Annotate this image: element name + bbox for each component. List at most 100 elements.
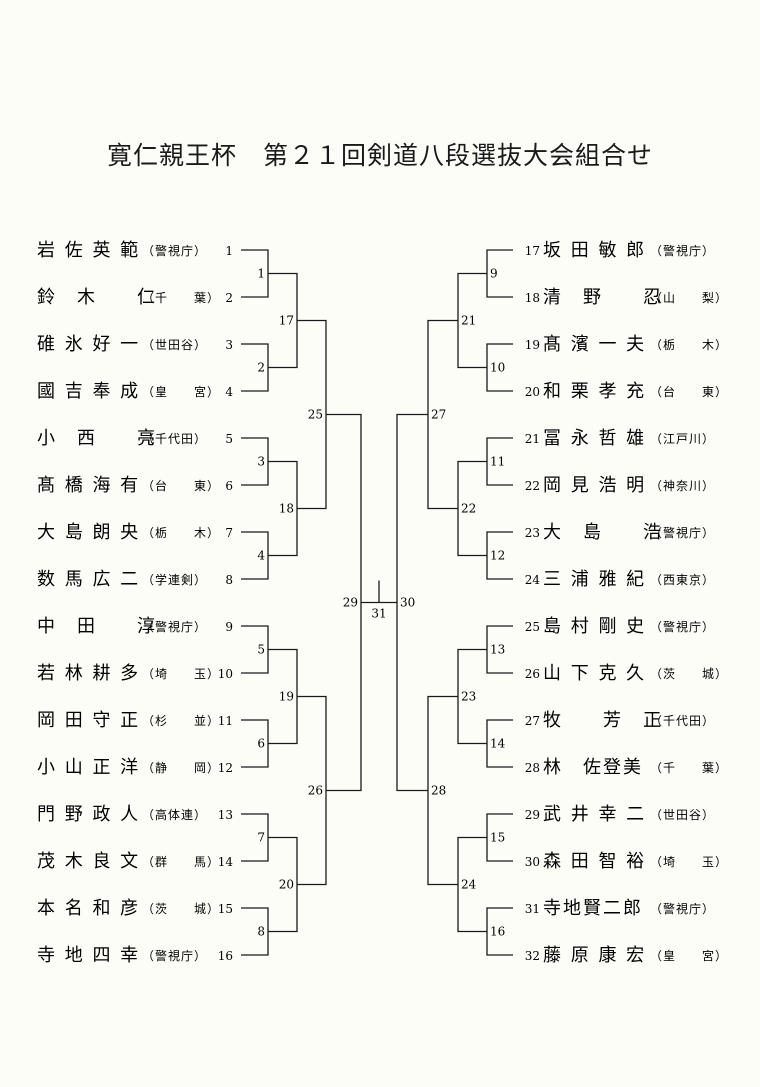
player-name: 髙 橋 海 有 xyxy=(37,475,140,496)
match-number: 28 xyxy=(431,784,446,798)
match-number: 12 xyxy=(490,549,505,563)
player-affiliation: （栃 木） xyxy=(650,338,728,352)
match-number: 14 xyxy=(490,737,506,751)
player-affiliation: （杉 並） xyxy=(142,714,220,728)
match-number: 6 xyxy=(257,737,265,751)
seed-number: 29 xyxy=(525,808,540,822)
player-affiliation: （皇 宮） xyxy=(650,948,728,963)
seed-number: 31 xyxy=(525,902,540,916)
player-affiliation: （台 東） xyxy=(142,478,220,493)
seed-number: 25 xyxy=(525,620,540,634)
player-affiliation: （学連剣） xyxy=(142,572,207,587)
player-affiliation: （江戸川） xyxy=(650,432,715,446)
seed-number: 21 xyxy=(525,432,540,446)
seed-number: 6 xyxy=(225,479,233,493)
player-affiliation: （千 葉） xyxy=(650,761,728,775)
player-name: 牧 芳 正 xyxy=(543,710,663,731)
match-number: 20 xyxy=(279,878,294,892)
seed-number: 26 xyxy=(525,667,540,681)
player-name: 小 山 正 洋 xyxy=(37,757,140,778)
player-affiliation: （台 東） xyxy=(650,384,728,399)
player-name: 大 島 朗 央 xyxy=(37,522,140,543)
seed-number: 9 xyxy=(225,620,233,634)
player-affiliation: （埼 玉） xyxy=(650,855,728,869)
match-number: 16 xyxy=(490,925,505,939)
seed-number: 22 xyxy=(525,479,540,493)
player-name: 大 島 浩 xyxy=(543,522,663,543)
player-name: 岡 田 守 正 xyxy=(37,710,140,731)
player-affiliation: （山 梨） xyxy=(650,291,728,305)
seed-number: 18 xyxy=(525,291,540,305)
player-name: 中 田 淳 xyxy=(37,616,157,637)
player-affiliation: （静 岡） xyxy=(142,761,220,775)
seed-number: 17 xyxy=(525,244,540,258)
player-affiliation: （西東京） xyxy=(650,573,715,587)
player-name: 寺地賢二郎 xyxy=(543,898,643,919)
player-name: 國 吉 奉 成 xyxy=(37,381,140,402)
seed-number: 20 xyxy=(525,385,540,399)
match-number: 8 xyxy=(257,925,265,939)
player-name: 碓 氷 好 一 xyxy=(37,334,140,355)
player-name: 鈴 木 仁 xyxy=(37,287,157,308)
player-name: 数 馬 広 二 xyxy=(37,569,140,590)
player-affiliation: （警視庁） xyxy=(650,525,715,540)
player-affiliation: （皇 宮） xyxy=(142,384,220,399)
player-name: 本 名 和 彦 xyxy=(37,898,140,919)
player-affiliation: （埼 玉） xyxy=(142,667,220,681)
player-affiliation: （千代田） xyxy=(650,714,715,728)
match-number: 11 xyxy=(490,455,505,469)
player-affiliation: （警視庁） xyxy=(650,901,715,916)
seed-number: 13 xyxy=(218,808,233,822)
match-number: 18 xyxy=(279,502,294,516)
player-affiliation: （神奈川） xyxy=(650,479,715,493)
player-affiliation: （警視庁） xyxy=(650,243,715,258)
player-affiliation: （世田谷） xyxy=(142,338,207,352)
match-number: 19 xyxy=(279,690,294,704)
player-name: 藤 原 康 宏 xyxy=(543,945,646,966)
seed-number: 16 xyxy=(218,949,233,963)
seed-number: 15 xyxy=(218,902,233,916)
seed-number: 5 xyxy=(225,432,233,446)
seed-number: 3 xyxy=(225,338,233,352)
player-name: 茂 木 良 文 xyxy=(37,851,140,872)
seed-number: 2 xyxy=(225,291,233,305)
seed-number: 27 xyxy=(525,714,540,728)
match-number: 13 xyxy=(490,643,505,657)
player-affiliation: （世田谷） xyxy=(650,808,715,822)
seed-number: 14 xyxy=(218,855,234,869)
seed-number: 19 xyxy=(525,338,540,352)
player-affiliation: （警視庁） xyxy=(142,948,207,963)
match-number: 5 xyxy=(257,643,265,657)
player-affiliation: （栃 木） xyxy=(142,526,220,540)
seed-number: 23 xyxy=(525,526,540,540)
seed-number: 7 xyxy=(225,526,233,540)
player-name: 島 村 剛 史 xyxy=(543,616,646,637)
seed-number: 24 xyxy=(525,573,541,587)
match-number: 9 xyxy=(490,267,498,281)
player-name: 岩 佐 英 範 xyxy=(37,240,140,261)
seed-number: 10 xyxy=(218,667,233,681)
match-number: 10 xyxy=(490,361,505,375)
seed-number: 30 xyxy=(525,855,540,869)
match-number: 2 xyxy=(257,361,265,375)
player-name: 門 野 政 人 xyxy=(37,804,140,825)
final-match-number: 31 xyxy=(371,607,386,621)
match-number: 3 xyxy=(257,455,265,469)
match-number: 25 xyxy=(308,408,323,422)
player-name: 岡 見 浩 明 xyxy=(543,475,646,496)
match-number: 15 xyxy=(490,831,505,845)
seed-number: 8 xyxy=(225,573,233,587)
player-affiliation: （警視庁） xyxy=(142,619,207,634)
page-title: 寛仁親王杯 第２１回剣道八段選抜大会組合せ xyxy=(106,141,653,170)
seed-number: 1 xyxy=(225,244,233,258)
match-number: 22 xyxy=(461,502,476,516)
seed-number: 11 xyxy=(218,714,233,728)
seed-number: 12 xyxy=(218,761,233,775)
player-name: 冨 永 哲 雄 xyxy=(543,428,646,449)
player-affiliation: （千 葉） xyxy=(142,291,220,305)
player-name: 寺 地 四 幸 xyxy=(37,945,140,966)
player-affiliation: （警視庁） xyxy=(650,619,715,634)
match-number: 29 xyxy=(343,596,358,610)
match-number: 26 xyxy=(308,784,323,798)
